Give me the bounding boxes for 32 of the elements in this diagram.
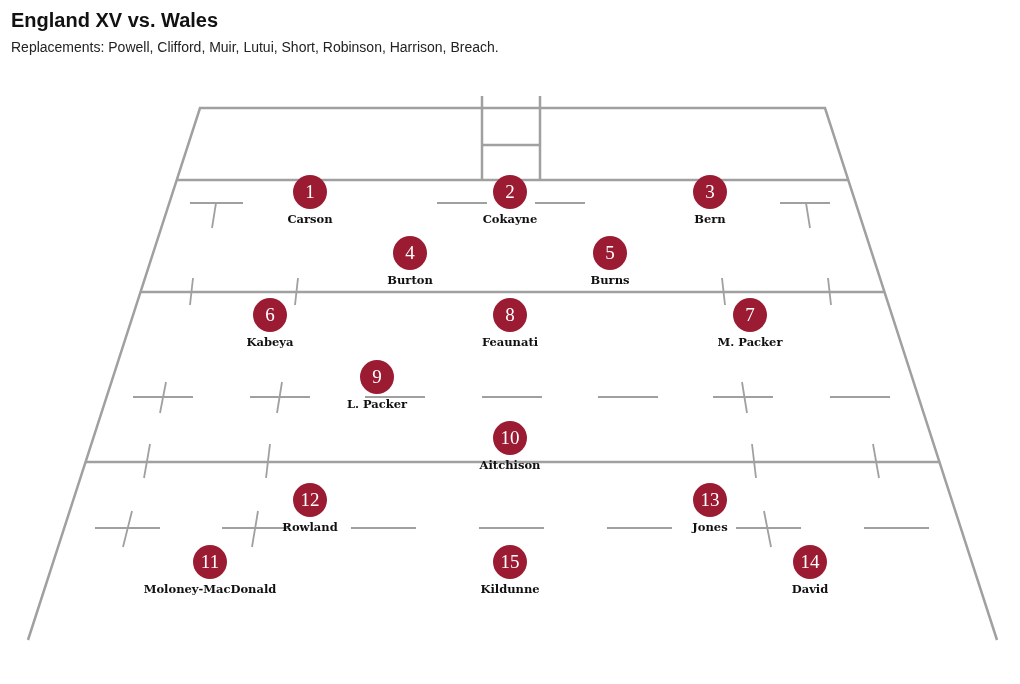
- player-number-marker: 5: [593, 236, 627, 270]
- player-name: Kabeya: [246, 335, 294, 349]
- player-number-marker: 7: [733, 298, 767, 332]
- player-name: Moloney-MacDonald: [143, 582, 277, 596]
- player-name: Carson: [287, 212, 333, 226]
- player-number-marker: 9: [360, 360, 394, 394]
- player-name: Cokayne: [482, 212, 538, 226]
- player-name: Aitchison: [479, 458, 541, 472]
- player-number-marker: 11: [193, 545, 227, 579]
- player-name: Feaunati: [481, 335, 539, 349]
- player-name: Burns: [590, 273, 630, 287]
- player-name: L. Packer: [346, 397, 408, 411]
- title: England XV vs. Wales: [11, 9, 219, 32]
- player-number-marker: 2: [493, 175, 527, 209]
- player-number-marker: 3: [693, 175, 727, 209]
- caption: Replacements: Powell, Clifford, Muir, Lutui, Short, Robinson, Harrison, Breach.: [11, 39, 499, 55]
- player-number-marker: 1: [293, 175, 327, 209]
- player-number-marker: 6: [253, 298, 287, 332]
- player-number-marker: 15: [493, 545, 527, 579]
- player-name: Burton: [387, 273, 433, 287]
- player-name: David: [791, 582, 829, 596]
- player-name: M. Packer: [717, 335, 783, 349]
- player-name: Kildunne: [480, 582, 540, 596]
- player-number-marker: 4: [393, 236, 427, 270]
- player-number-marker: 8: [493, 298, 527, 332]
- player-name: Jones: [692, 520, 728, 534]
- player-number-marker: 12: [293, 483, 327, 517]
- player-name: Bern: [694, 212, 726, 226]
- player-name: Rowland: [282, 520, 338, 534]
- player-number-marker: 14: [793, 545, 827, 579]
- player-number-marker: 13: [693, 483, 727, 517]
- player-number-marker: 10: [493, 421, 527, 455]
